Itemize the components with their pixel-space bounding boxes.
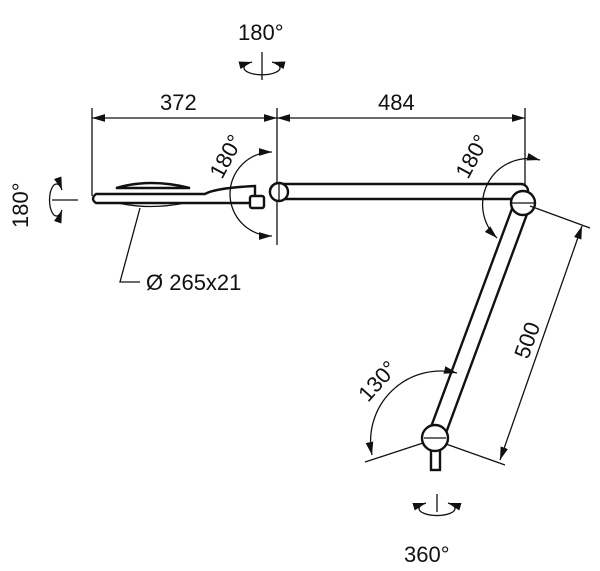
dimension-lines (91, 108, 526, 245)
base-angle (364, 366, 458, 463)
upper-arm (268, 181, 530, 203)
head-diameter-label: Ø 265x21 (146, 270, 241, 295)
elbow-angle-label: 180° (450, 130, 493, 182)
head-joint-angle-label: 180° (204, 130, 247, 182)
top-rotation-label: 180° (238, 20, 284, 45)
elbow-arc (481, 153, 541, 239)
head-joint-arc (229, 148, 273, 240)
dim-372: 372 (160, 90, 197, 115)
diameter-leader (119, 207, 141, 283)
lamp-head (91, 181, 266, 210)
dim-500: 500 (509, 319, 545, 362)
base-angle-label: 130° (353, 356, 402, 407)
rotation-icon-top (238, 52, 286, 80)
base-rotation-label: 360° (404, 542, 450, 567)
left-rotation-label: 180° (8, 182, 33, 228)
rotation-icon-left (48, 176, 78, 224)
rotation-icon-base (412, 494, 462, 517)
dim-484: 484 (378, 90, 415, 115)
